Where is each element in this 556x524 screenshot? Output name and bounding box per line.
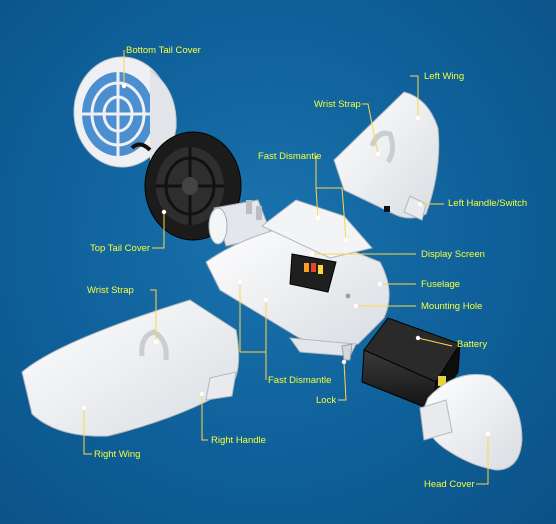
leader-right-handle [201, 394, 208, 441]
label-wrist-strap-top: Wrist Strap [314, 99, 361, 110]
left-wing [333, 91, 440, 221]
leader-top-tail-cover [152, 212, 165, 249]
leader-fast-dismantle-bottom [239, 282, 267, 380]
label-fast-dismantle-bottom: Fast Dismantle [268, 375, 332, 386]
label-fast-dismantle-top: Fast Dismantle [258, 151, 322, 162]
label-left-handle-switch: Left Handle/Switch [448, 198, 528, 209]
label-mounting-hole: Mounting Hole [421, 301, 483, 312]
label-head-cover: Head Cover [424, 479, 475, 490]
head-cover [419, 373, 523, 471]
battery [361, 317, 461, 411]
label-wrist-strap-bottom: Wrist Strap [87, 285, 134, 296]
label-lock: Lock [316, 395, 337, 406]
label-left-wing: Left Wing [424, 71, 465, 82]
label-right-handle: Right Handle [211, 435, 266, 446]
leader-right-wing [83, 408, 92, 455]
fuselage [205, 199, 390, 361]
label-battery: Battery [457, 339, 488, 350]
label-fuselage: Fuselage [421, 279, 461, 290]
leader-lines [83, 50, 489, 485]
label-display-screen: Display Screen [421, 249, 485, 260]
leader-battery [417, 337, 453, 347]
leader-wrist-strap-top [362, 103, 379, 155]
leader-wrist-strap-bottom [150, 289, 157, 342]
label-bottom-tail-cover: Bottom Tail Cover [126, 45, 201, 56]
label-right-wing: Right Wing [94, 449, 141, 460]
leader-head-cover [476, 434, 489, 485]
leader-lock [338, 361, 347, 401]
leader-left-wing [410, 75, 419, 118]
leader-dots [81, 83, 491, 437]
right-wing [21, 299, 240, 437]
label-top-tail-cover: Top Tail Cover [90, 243, 151, 254]
tail-shaft [208, 199, 273, 247]
leader-fast-dismantle-top [315, 156, 347, 241]
bottom-tail-cover [73, 56, 177, 168]
